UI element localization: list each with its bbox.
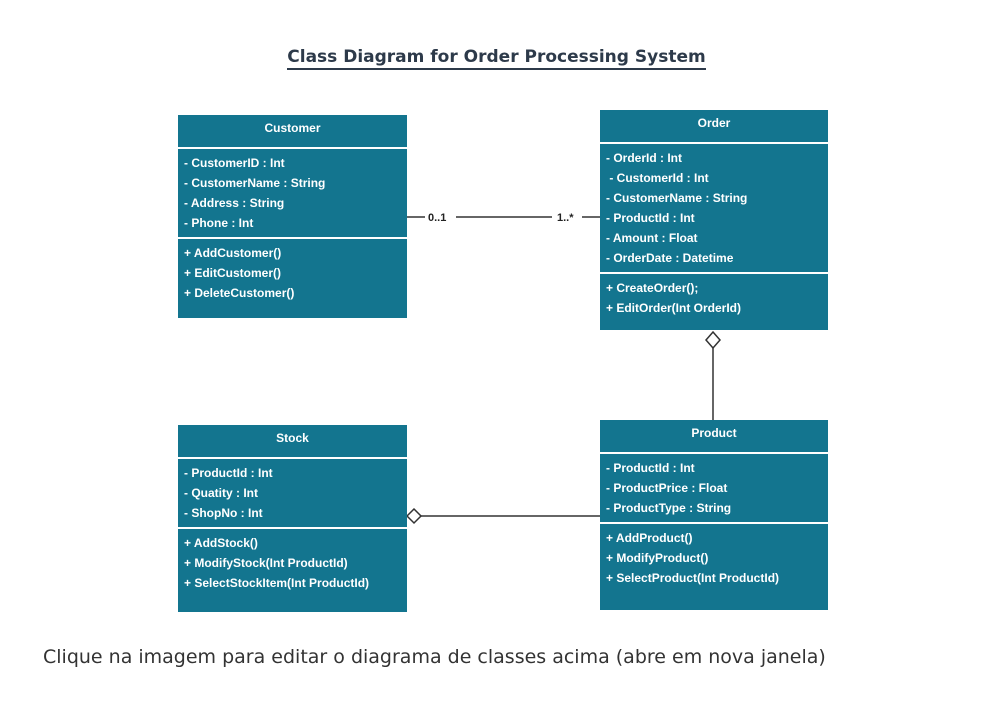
method: + EditCustomer()	[184, 266, 282, 280]
method: + AddCustomer()	[184, 246, 282, 260]
attribute: - ProductId : Int	[606, 461, 695, 475]
attribute: - Amount : Float	[606, 231, 698, 245]
class-stock[interactable]: Stock - ProductId : Int - Quatity : Int …	[178, 425, 407, 612]
attribute: - ShopNo : Int	[184, 506, 263, 520]
order-aggregation-diamond	[705, 330, 721, 350]
attribute: - CustomerId : Int	[606, 171, 709, 185]
attribute: - Quatity : Int	[184, 486, 258, 500]
attribute: - CustomerID : Int	[184, 156, 285, 170]
attribute: - OrderId : Int	[606, 151, 682, 165]
edit-diagram-link[interactable]: Clique na imagem para editar o diagrama …	[43, 646, 826, 668]
attribute: - Phone : Int	[184, 216, 254, 230]
multiplicity-customer: 0..1	[428, 212, 446, 224]
method: + ModifyProduct()	[606, 551, 709, 565]
method: + ModifyStock(Int ProductId)	[184, 556, 348, 570]
class-order-attributes: - OrderId : Int - CustomerId : Int - Cus…	[600, 144, 828, 274]
class-product-methods: + AddProduct() + ModifyProduct() + Selec…	[600, 524, 828, 592]
method: + AddStock()	[184, 536, 258, 550]
attribute: - Address : String	[184, 196, 285, 210]
attribute: - ProductId : Int	[606, 211, 695, 225]
class-customer-methods: + AddCustomer() + EditCustomer() + Delet…	[178, 239, 407, 307]
attribute: - CustomerName : String	[606, 191, 748, 205]
diagram-title-text: Class Diagram for Order Processing Syste…	[287, 47, 706, 70]
diagram-title: Class Diagram for Order Processing Syste…	[0, 47, 993, 70]
method: + SelectStockItem(Int ProductId)	[184, 576, 370, 590]
class-customer-attributes: - CustomerID : Int - CustomerName : Stri…	[178, 149, 407, 239]
class-order[interactable]: Order - OrderId : Int - CustomerId : Int…	[600, 110, 828, 330]
multiplicity-order: 1..*	[557, 212, 574, 224]
method: + DeleteCustomer()	[184, 286, 295, 300]
class-order-methods: + CreateOrder(); + EditOrder(Int OrderId…	[600, 274, 828, 322]
class-customer[interactable]: Customer - CustomerID : Int - CustomerNa…	[178, 115, 407, 318]
attribute: - ProductType : String	[606, 501, 732, 515]
attribute: - ProductPrice : Float	[606, 481, 728, 495]
class-customer-name: Customer	[178, 115, 407, 149]
method: + EditOrder(Int OrderId)	[606, 301, 742, 315]
class-stock-attributes: - ProductId : Int - Quatity : Int - Shop…	[178, 459, 407, 529]
class-product[interactable]: Product - ProductId : Int - ProductPrice…	[600, 420, 828, 610]
attribute: - CustomerName : String	[184, 176, 326, 190]
method: + SelectProduct(Int ProductId)	[606, 571, 780, 585]
class-product-name: Product	[600, 420, 828, 454]
method: + CreateOrder();	[606, 281, 699, 295]
attribute: - OrderDate : Datetime	[606, 251, 734, 265]
stock-aggregation-diamond	[405, 507, 423, 525]
method: + AddProduct()	[606, 531, 693, 545]
class-stock-name: Stock	[178, 425, 407, 459]
class-order-name: Order	[600, 110, 828, 144]
class-stock-methods: + AddStock() + ModifyStock(Int ProductId…	[178, 529, 407, 597]
class-product-attributes: - ProductId : Int - ProductPrice : Float…	[600, 454, 828, 524]
attribute: - ProductId : Int	[184, 466, 273, 480]
